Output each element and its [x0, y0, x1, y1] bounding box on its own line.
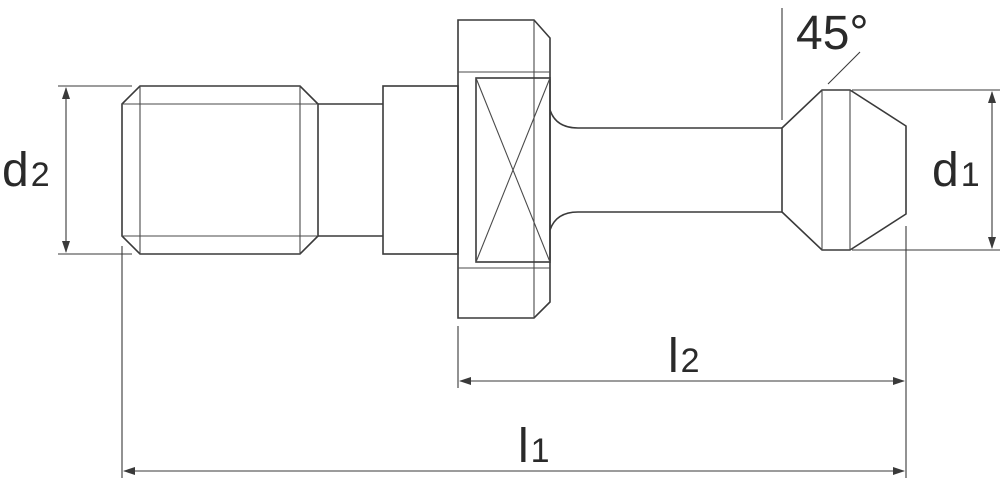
- knob-head: [781, 89, 907, 251]
- l2-label-main: l: [668, 330, 679, 383]
- angle-annotation: [781, 8, 861, 120]
- l1-label: l1: [518, 420, 550, 473]
- collar: [382, 85, 459, 255]
- dimension-l2: [457, 226, 907, 478]
- thread-neck: [318, 103, 383, 237]
- d2-label: d2: [2, 144, 50, 197]
- l2-label-sub: 2: [681, 342, 700, 380]
- threaded-section: [121, 85, 319, 255]
- dimension-d1: [852, 89, 1000, 251]
- l2-label: l2: [668, 330, 700, 383]
- dimension-d2: [58, 85, 132, 255]
- angle-label: 45°: [796, 7, 869, 60]
- d2-label-sub: 2: [31, 156, 50, 194]
- l1-label-main: l: [518, 420, 529, 473]
- d1-label-sub: 1: [961, 156, 980, 194]
- dimension-l1: [121, 246, 905, 478]
- flange: [457, 19, 551, 319]
- wrench-flat: [475, 77, 551, 263]
- d1-label-main: d: [932, 144, 959, 197]
- d1-label: d1: [932, 144, 980, 197]
- shank: [549, 109, 782, 231]
- d2-label-main: d: [2, 144, 29, 197]
- l1-label-sub: 1: [531, 432, 550, 470]
